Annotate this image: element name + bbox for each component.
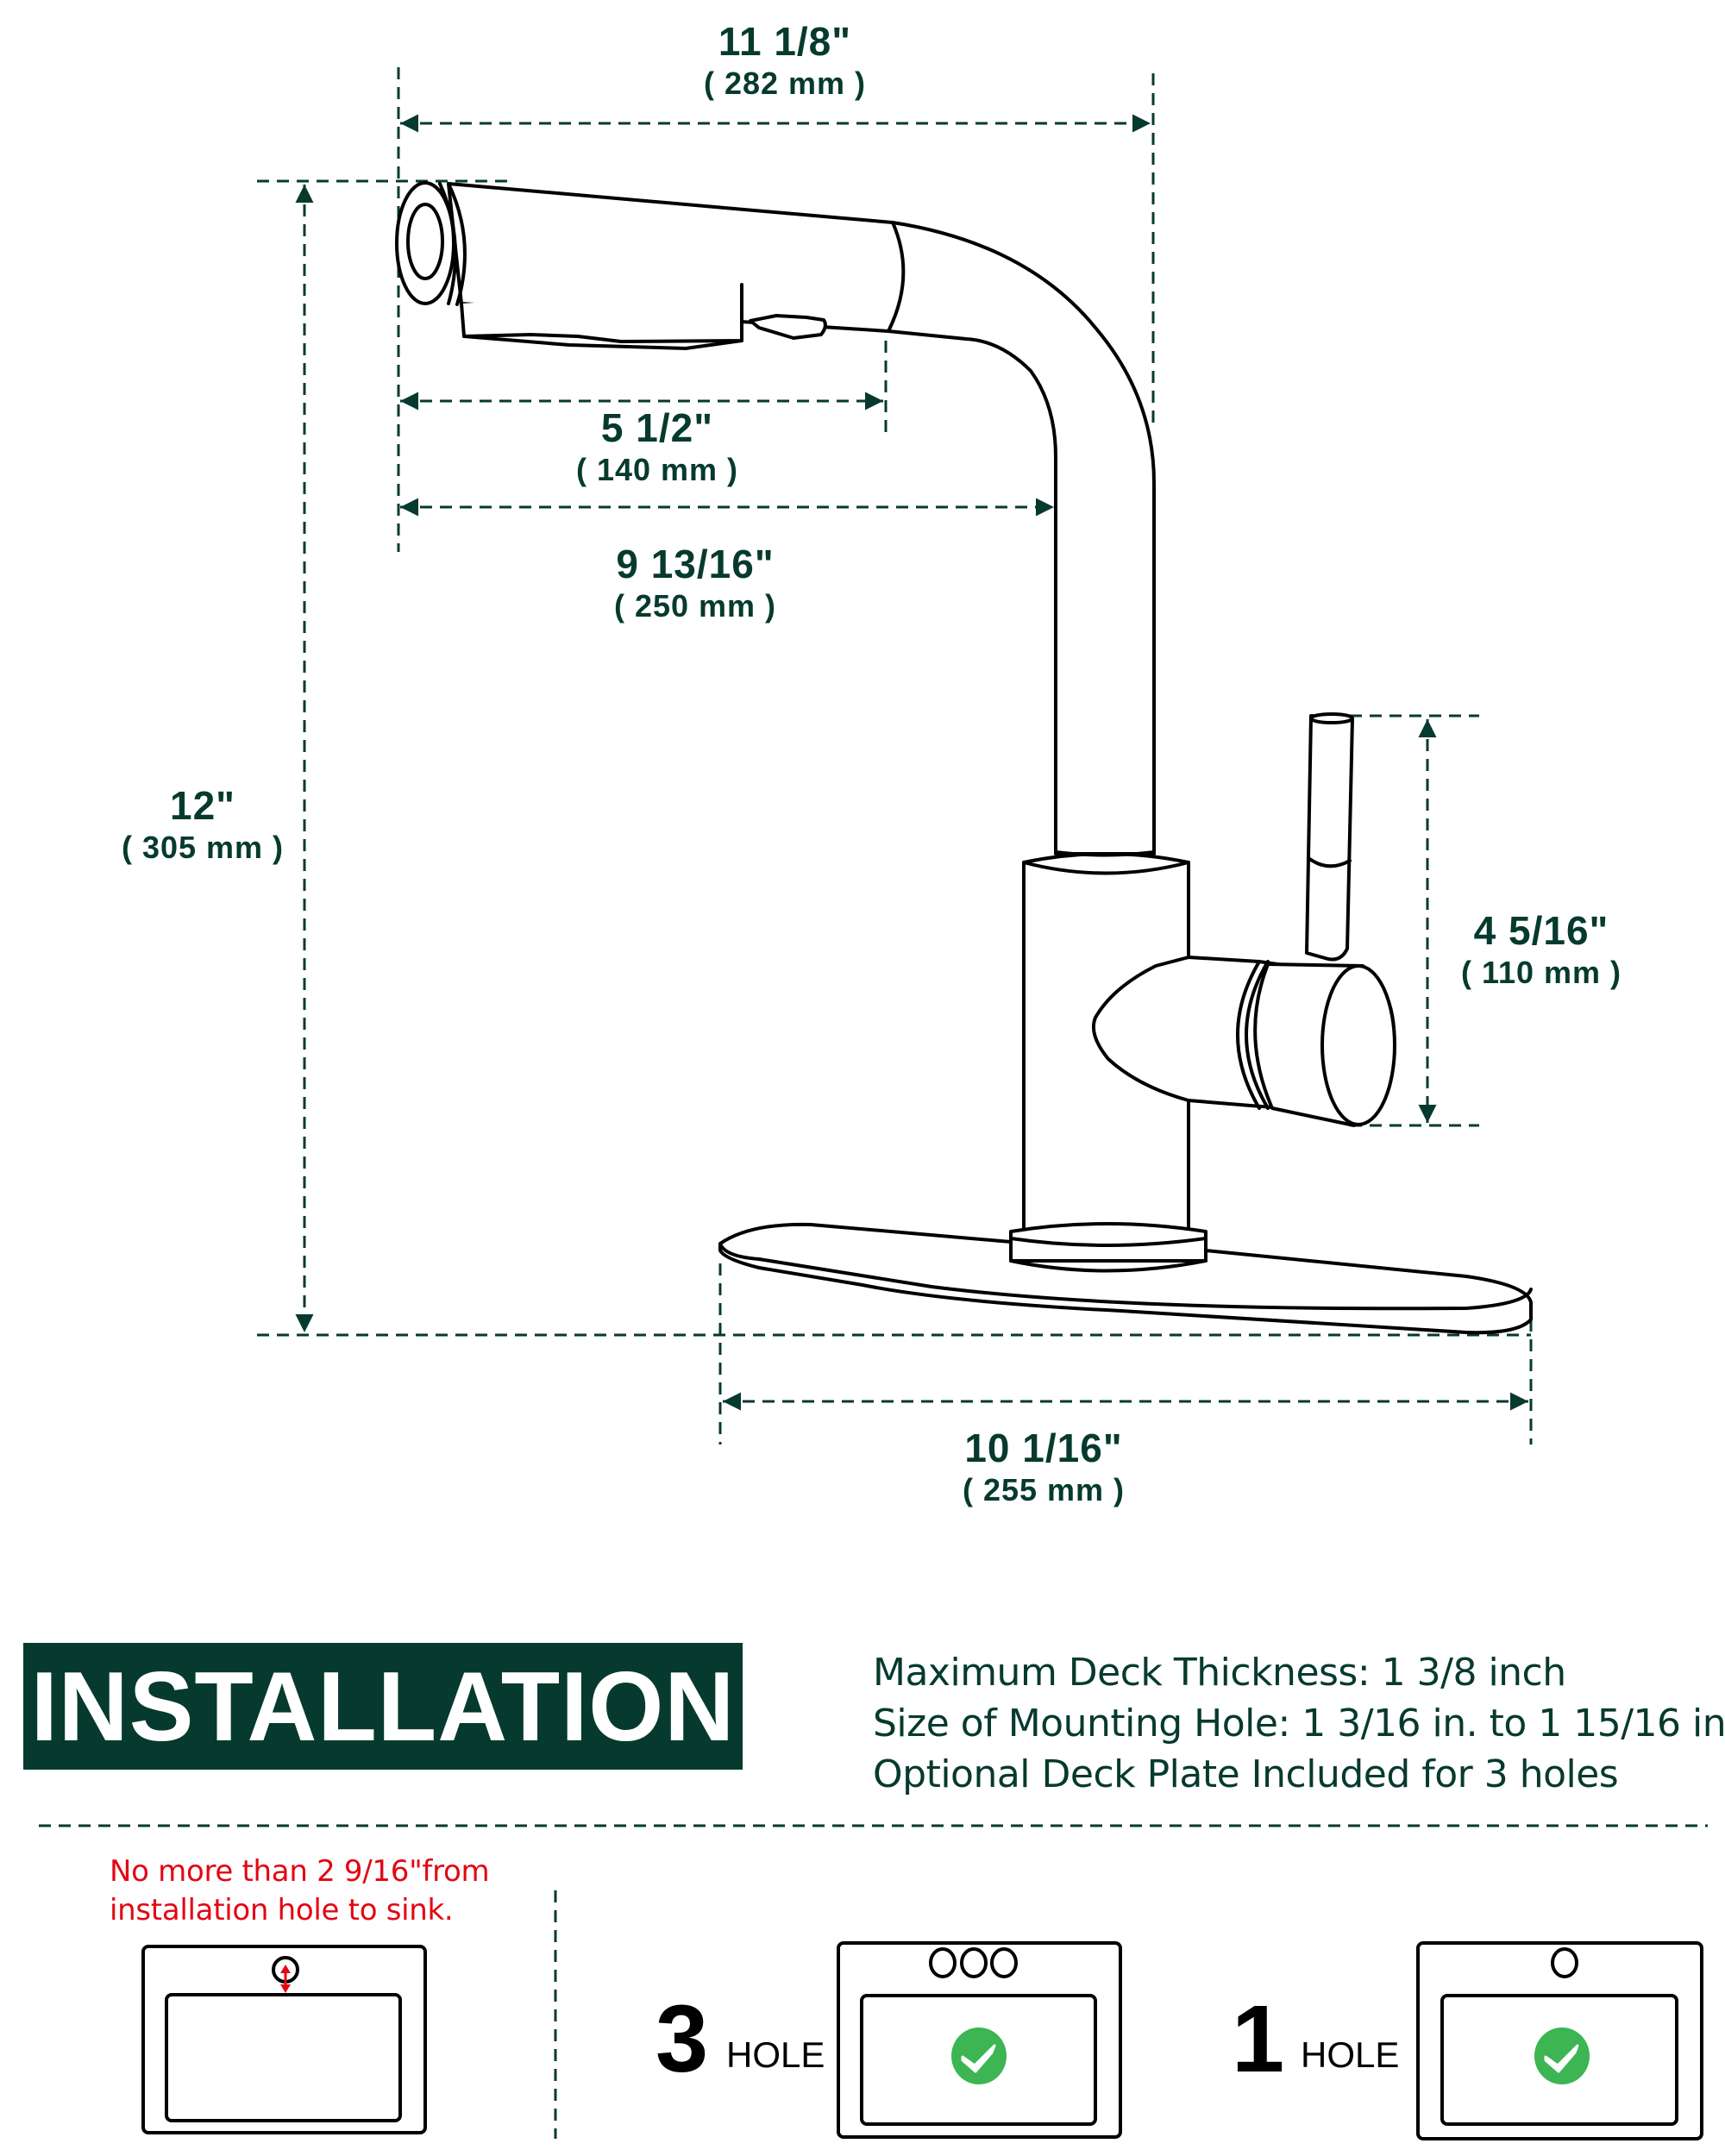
installation-banner: INSTALLATION xyxy=(23,1643,743,1770)
sink-outline xyxy=(1416,1941,1703,2140)
check-circle-icon xyxy=(951,2028,1007,2084)
dim-mm: ( 140 mm ) xyxy=(575,452,739,487)
spec-deck-thickness: Maximum Deck Thickness: 1 3/8 inch xyxy=(873,1651,1566,1695)
dimension-lines xyxy=(39,67,1708,2139)
dim-spray-head-length: 5 1/2" ( 140 mm ) xyxy=(576,405,738,490)
dim-spout-reach: 9 13/16" ( 250 mm ) xyxy=(614,542,776,626)
hole-count-3: 3 xyxy=(656,1986,709,2092)
dim-deck-plate-length: 10 1/16" ( 255 mm ) xyxy=(963,1426,1125,1510)
dim-inch: 9 13/16" xyxy=(616,542,775,586)
hole-label-1: HOLE xyxy=(1301,2034,1400,2075)
dim-mm: ( 282 mm ) xyxy=(703,66,867,101)
dim-overall-reach: 11 1/8" ( 282 mm ) xyxy=(704,19,866,103)
spec-deck-plate: Optional Deck Plate Included for 3 holes xyxy=(873,1752,1619,1796)
note-line: No more than 2 9/16"from xyxy=(110,1854,490,1889)
dim-overall-height: 12" ( 305 mm ) xyxy=(122,783,284,868)
dim-mm: ( 305 mm ) xyxy=(121,830,285,865)
dim-handle-height: 4 5/16" ( 110 mm ) xyxy=(1461,908,1622,993)
dim-inch: 4 5/16" xyxy=(1473,908,1609,953)
installation-specs: Maximum Deck Thickness: 1 3/8 inch Size … xyxy=(873,1647,1725,1800)
handle-cap xyxy=(1320,964,1396,1126)
hole-label-3: HOLE xyxy=(726,2034,825,2075)
deck-plate xyxy=(718,1222,1533,1335)
sink-outline xyxy=(837,1941,1122,2139)
dim-inch: 11 1/8" xyxy=(718,19,852,64)
installation-title: INSTALLATION xyxy=(30,1651,736,1762)
spec-mounting-hole: Size of Mounting Hole: 1 3/16 in. to 1 1… xyxy=(873,1702,1725,1745)
sink-outline xyxy=(141,1945,427,2134)
dim-mm: ( 250 mm ) xyxy=(613,588,777,624)
distance-arrow-icon xyxy=(280,1965,291,1993)
spout xyxy=(447,182,1156,856)
dim-inch: 10 1/16" xyxy=(964,1426,1123,1470)
dim-inch: 5 1/2" xyxy=(600,405,714,450)
dim-mm: ( 255 mm ) xyxy=(962,1472,1126,1507)
note-line: installation hole to sink. xyxy=(110,1893,454,1927)
distance-warning-note: No more than 2 9/16"from installation ho… xyxy=(110,1852,490,1930)
check-circle-icon xyxy=(1534,2028,1590,2084)
hole-count-1: 1 xyxy=(1232,1986,1285,2092)
dim-mm: ( 110 mm ) xyxy=(1460,955,1622,990)
dim-inch: 12" xyxy=(170,783,235,828)
handle-lever xyxy=(1305,714,1354,962)
